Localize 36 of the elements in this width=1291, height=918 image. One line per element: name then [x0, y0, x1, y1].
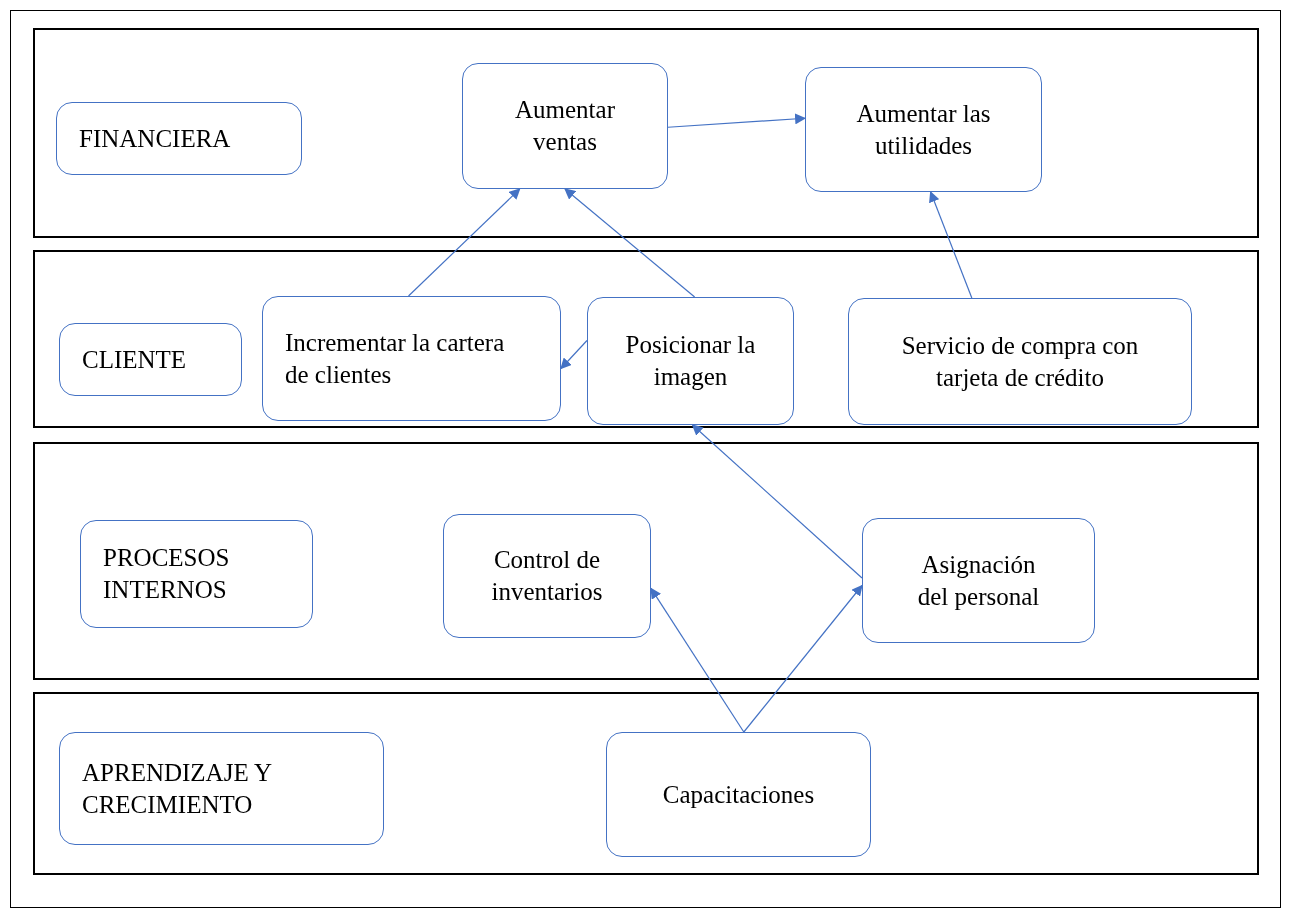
box-label: Aumentar ventas [515, 96, 615, 155]
box-label: Posicionar la imagen [625, 331, 756, 390]
rounded-box [262, 296, 561, 421]
box-label: Aumentar las utilidades [856, 99, 991, 159]
band-panel [33, 692, 1259, 875]
arrow [407, 188, 521, 297]
band-panel [33, 442, 1259, 680]
rounded-box [443, 514, 651, 638]
rounded-box [862, 518, 1095, 643]
arrow [564, 188, 696, 298]
box-label: Servicio de compra con tarjeta de crédito [901, 331, 1139, 391]
arrow [650, 587, 745, 733]
arrow [929, 190, 973, 299]
box-label: CLIENTE [82, 345, 187, 373]
rounded-box [80, 520, 313, 628]
rounded-box [59, 323, 242, 396]
arrow [743, 584, 863, 733]
box-label: Control de inventarios [491, 546, 603, 605]
band-panel [33, 28, 1259, 238]
rounded-box [56, 102, 302, 175]
box-label: APRENDIZAJE Y CRECIMIENTO [82, 758, 272, 818]
rounded-box [805, 67, 1042, 192]
box-label: Asignación del personal [917, 550, 1040, 610]
box-label: PROCESOS INTERNOS [103, 544, 230, 603]
rounded-box [848, 298, 1192, 425]
box-label: Capacitaciones [662, 780, 815, 808]
arrow [560, 339, 588, 370]
box-label: Incrementar la cartera de clientes [285, 328, 505, 388]
rounded-box [462, 63, 668, 189]
box-label: FINANCIERA [79, 124, 231, 152]
rounded-box [606, 732, 871, 857]
arrow [691, 424, 863, 579]
rounded-box [587, 297, 794, 425]
arrow [667, 113, 807, 128]
rounded-box [59, 732, 384, 845]
band-panel [33, 250, 1259, 428]
